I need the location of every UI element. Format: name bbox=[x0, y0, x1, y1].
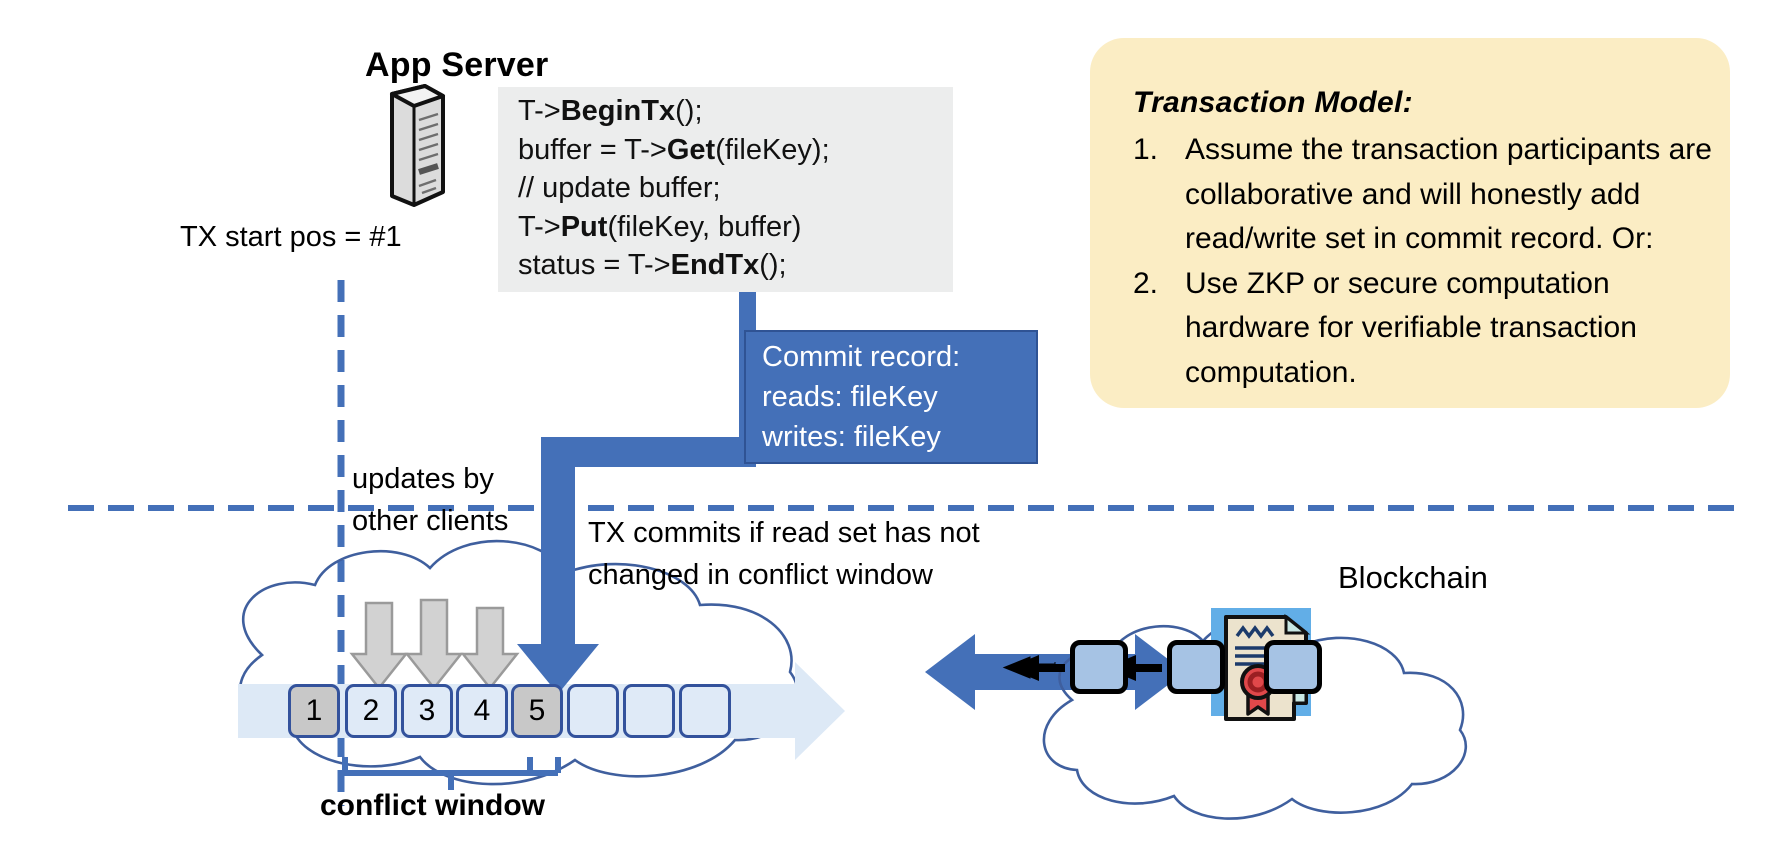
commit-record-box bbox=[744, 330, 1038, 464]
code-line: // update buffer; bbox=[518, 169, 830, 208]
code-bold: EndTx bbox=[670, 249, 760, 281]
code-post: (); bbox=[759, 249, 787, 281]
code-line: buffer = T->Get(fileKey); bbox=[518, 131, 830, 170]
tx-start-pos-label: TX start pos = #1 bbox=[180, 221, 402, 253]
app-server-title: App Server bbox=[365, 46, 549, 84]
ledger-cell[interactable] bbox=[623, 684, 675, 738]
ledger-cell[interactable] bbox=[567, 684, 619, 738]
ledger-cell-value: 4 bbox=[473, 694, 491, 727]
code-pre: T-> bbox=[518, 210, 561, 243]
updates-by-other-clients-label: updates by other clients bbox=[352, 463, 509, 537]
code-snippet-lines: T->BeginTx(); buffer = T->Get(fileKey); … bbox=[518, 92, 830, 285]
update-arrows bbox=[349, 598, 520, 691]
ledger-cell[interactable]: 5 bbox=[511, 684, 563, 738]
commit-flow-arrow bbox=[517, 292, 756, 694]
blockchain-cloud bbox=[1042, 617, 1467, 820]
code-line: T->Put(fileKey, buffer) bbox=[518, 208, 830, 247]
list-item: 1. Assume the transaction participants a… bbox=[1133, 128, 1713, 262]
ledger-cell[interactable]: 4 bbox=[456, 684, 508, 738]
blockchain-block[interactable] bbox=[1167, 640, 1225, 694]
code-bold: BeginTx bbox=[560, 95, 676, 127]
code-line: T->BeginTx(); bbox=[518, 92, 830, 131]
commit-record-writes: writes: fileKey bbox=[762, 421, 941, 453]
transaction-model-callout bbox=[1090, 38, 1730, 408]
tx-commit-condition-label: TX commits if read set has not changed i… bbox=[588, 517, 980, 591]
code-post: (); bbox=[675, 95, 703, 127]
blockchain-block[interactable] bbox=[1070, 640, 1128, 694]
commit-record-title: Commit record: bbox=[762, 341, 961, 373]
code-pre: buffer = T-> bbox=[518, 133, 667, 166]
code-bold: Put bbox=[560, 210, 608, 243]
list-item-text: Use ZKP or secure computation hardware f… bbox=[1185, 266, 1637, 389]
ledger-cloud bbox=[238, 539, 800, 786]
code-pre: status = T-> bbox=[518, 249, 671, 281]
server-icon bbox=[390, 84, 445, 207]
code-snippet-box bbox=[498, 87, 953, 292]
conflict-window-brace bbox=[342, 757, 558, 790]
commit-record-text: Commit record: reads: fileKey writes: fi… bbox=[762, 337, 960, 457]
commit-record-reads: reads: fileKey bbox=[762, 381, 938, 413]
blockchain-label: Blockchain bbox=[1338, 560, 1488, 595]
transaction-model-list: 1. Assume the transaction participants a… bbox=[1133, 128, 1713, 395]
list-item: 2. Use ZKP or secure computation hardwar… bbox=[1133, 262, 1713, 396]
ledger-cell-value: 5 bbox=[528, 694, 546, 727]
ledger-cell-value: 1 bbox=[305, 694, 323, 727]
code-pre: T-> bbox=[518, 95, 561, 127]
transaction-model-title: Transaction Model: bbox=[1133, 86, 1413, 119]
chain-arrow-1 bbox=[1008, 655, 1065, 681]
code-line: status = T->EndTx(); bbox=[518, 246, 830, 285]
ledger-cell[interactable]: 2 bbox=[345, 684, 397, 738]
ledger-cell-value: 2 bbox=[362, 694, 380, 727]
ledger-cell[interactable]: 3 bbox=[401, 684, 453, 738]
list-item-text: Assume the transaction participants are … bbox=[1185, 133, 1712, 255]
blockchain-block[interactable] bbox=[1264, 640, 1322, 694]
ledger-cell[interactable]: 1 bbox=[288, 684, 340, 738]
list-item-number: 2. bbox=[1133, 266, 1159, 300]
ledger-cell-value: 3 bbox=[418, 694, 436, 727]
code-bold: Get bbox=[666, 133, 716, 166]
code-post: (fileKey, buffer) bbox=[607, 210, 802, 243]
code-post: (fileKey); bbox=[715, 133, 830, 166]
conflict-window-label: conflict window bbox=[320, 789, 545, 822]
list-item-number: 1. bbox=[1133, 133, 1159, 166]
ledger-cell[interactable] bbox=[679, 684, 731, 738]
chain-arrow-2 bbox=[1105, 655, 1162, 681]
code-pre: // update buffer; bbox=[518, 172, 721, 204]
